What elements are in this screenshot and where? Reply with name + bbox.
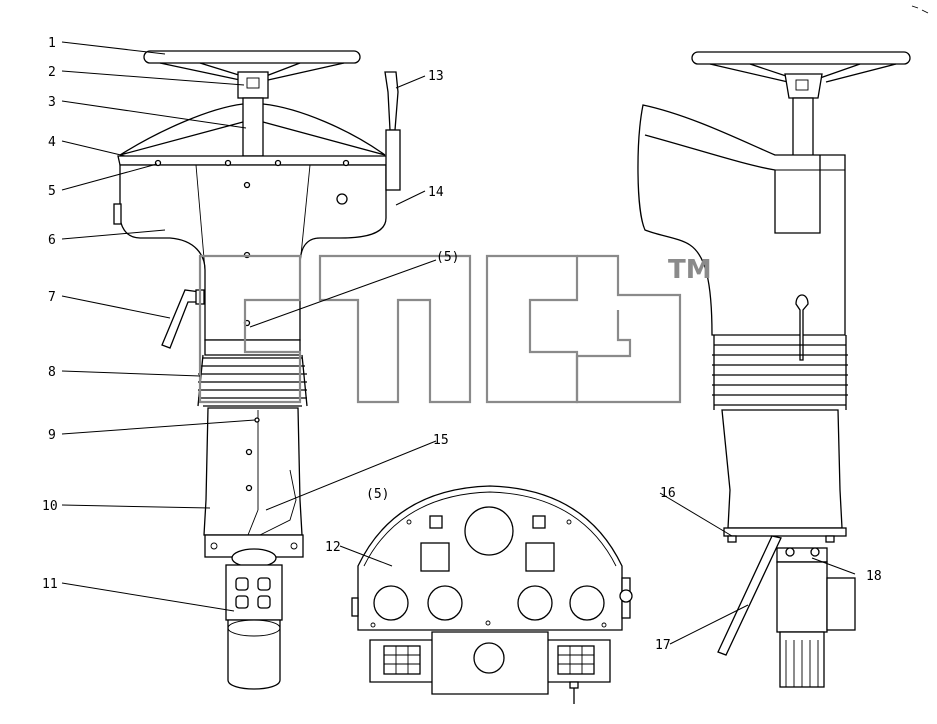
callout-8: 8 — [48, 365, 56, 380]
side-mounting-plate — [723, 527, 847, 537]
callout-7: 7 — [48, 290, 56, 305]
switch-grid-left — [383, 645, 421, 675]
instrument-panel — [351, 485, 633, 704]
trademark-mark: TM — [668, 255, 712, 285]
bellows — [197, 339, 308, 407]
side-valve-motor — [776, 547, 856, 688]
callout-9: 9 — [48, 428, 56, 443]
center-gauge — [464, 506, 514, 556]
gauge-4 — [569, 585, 605, 621]
callout-5-ref-top: (5) — [436, 250, 459, 265]
front-view — [113, 50, 401, 690]
gauge-1 — [373, 585, 409, 621]
side-bellows — [712, 335, 848, 410]
side-lever — [795, 294, 809, 361]
callout-4: 4 — [48, 135, 56, 150]
steering-valve — [225, 548, 283, 690]
gauge-3 — [517, 585, 553, 621]
pedal-rod — [717, 535, 782, 656]
callout-14: 14 — [428, 185, 444, 200]
side-steering-wheel-rim — [691, 51, 911, 65]
side-steering-hub — [784, 73, 823, 99]
side-wheel-spokes — [709, 63, 897, 83]
switch-grid-right — [557, 645, 595, 675]
callout-5-ref-panel: (5) — [366, 487, 389, 502]
callout-15: 15 — [433, 433, 449, 448]
corner-mark — [911, 5, 929, 14]
callout-10: 10 — [42, 499, 58, 514]
callout-labels: 1 2 3 4 5 6 7 8 9 10 11 12 13 14 15 16 1… — [42, 36, 882, 653]
gauge-2 — [427, 585, 463, 621]
steering-column — [242, 97, 264, 157]
tilt-lever — [384, 71, 399, 131]
upper-housing — [119, 164, 387, 341]
panel-outline — [357, 485, 623, 631]
callout-6: 6 — [48, 233, 56, 248]
callout-2: 2 — [48, 65, 56, 80]
callout-1: 1 — [48, 36, 56, 51]
steering-wheel-spokes — [159, 62, 345, 81]
callout-13: 13 — [428, 69, 444, 84]
side-view — [637, 51, 911, 688]
column-cover — [119, 103, 386, 156]
steering-wheel-rim — [143, 50, 361, 64]
leader-lines — [61, 41, 856, 645]
callout-18: 18 — [866, 569, 882, 584]
watermark-logo: TM — [198, 254, 712, 404]
callout-16: 16 — [660, 486, 676, 501]
side-knob — [113, 203, 122, 225]
callout-11: 11 — [42, 577, 58, 592]
callout-12: 12 — [325, 540, 341, 555]
callout-17: 17 — [655, 638, 671, 653]
lock-lever — [161, 289, 201, 349]
tilt-lever-base — [385, 129, 401, 191]
callout-3: 3 — [48, 95, 56, 110]
side-console — [637, 104, 846, 336]
lower-column — [203, 407, 303, 536]
callout-5: 5 — [48, 184, 56, 199]
side-lower-column — [721, 409, 843, 529]
